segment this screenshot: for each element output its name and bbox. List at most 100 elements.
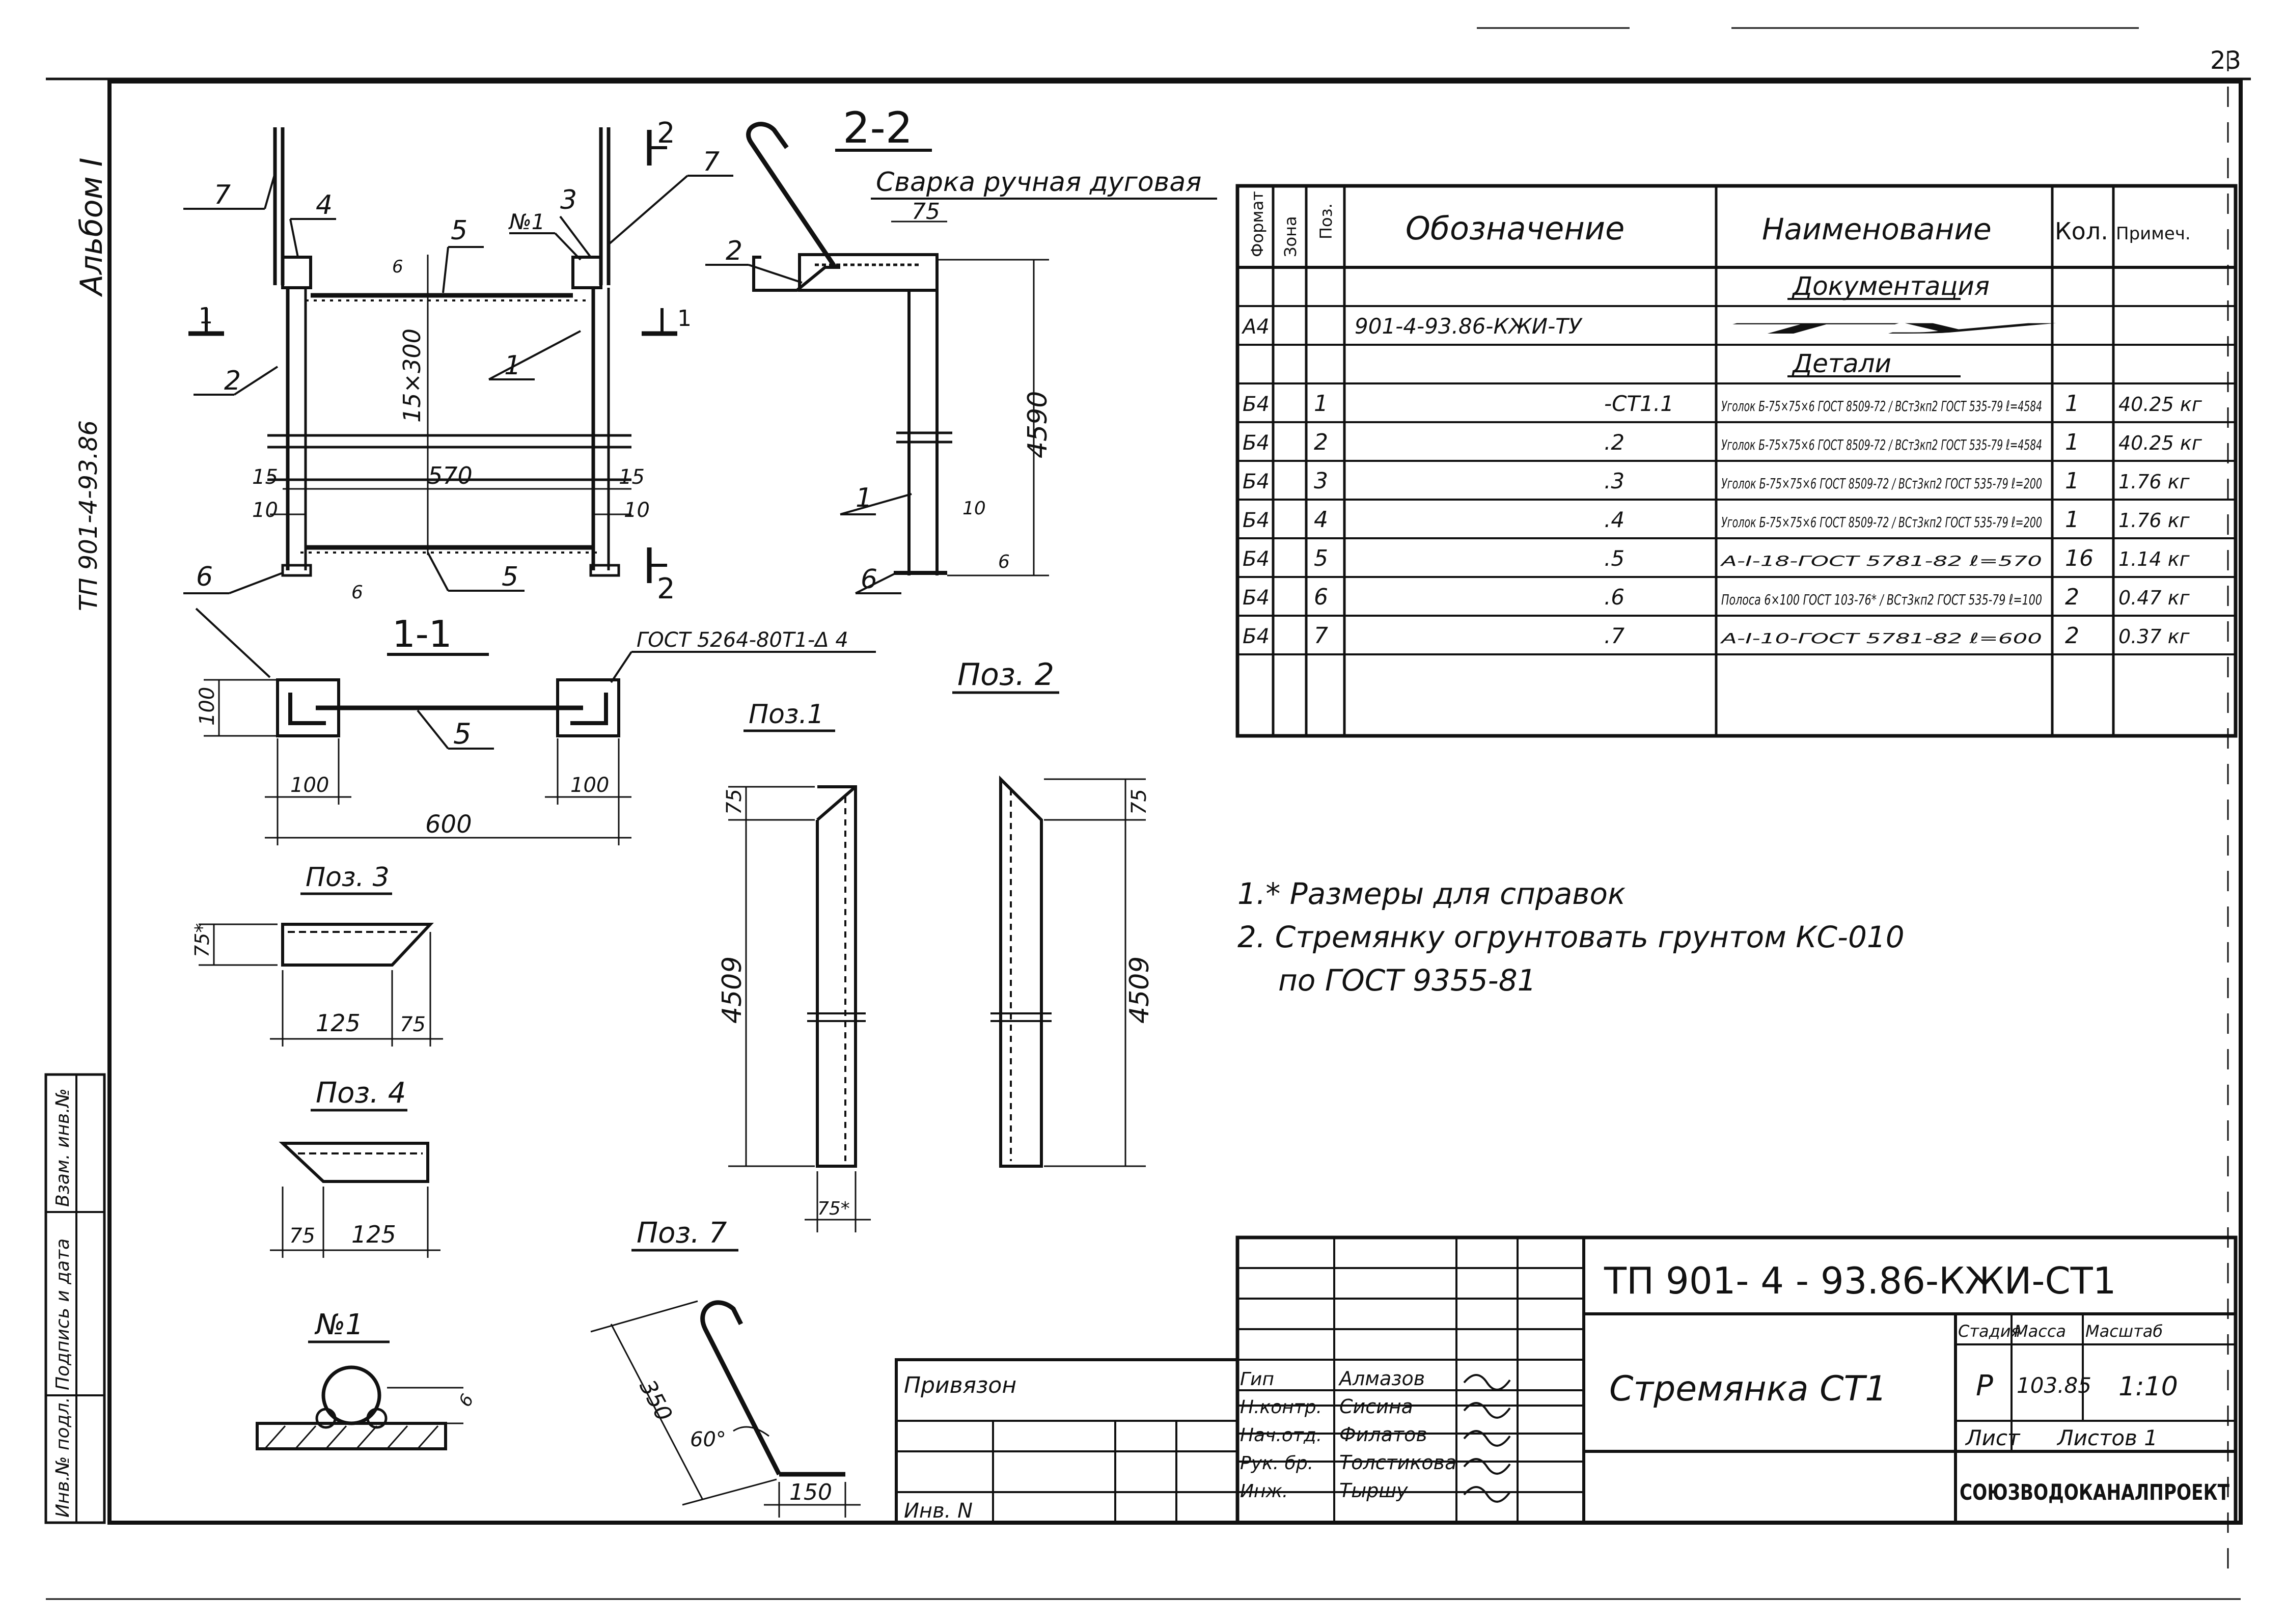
spec-table: Формат Зона Поз. Обозначение Наименовани… bbox=[1235, 184, 2238, 738]
pos-label: 1 bbox=[504, 350, 521, 381]
spec-cell-note: 1.76 кг bbox=[2118, 471, 2190, 493]
spec-cell-note: 1.14 кг bbox=[2118, 548, 2190, 570]
spec-header-designation: Обозначение bbox=[1406, 210, 1624, 247]
spec-cell-pos: 2 bbox=[1314, 429, 1328, 455]
dimension: 150 bbox=[789, 1479, 832, 1505]
dimension: 75 bbox=[723, 789, 746, 815]
col-scale: Масштаб bbox=[2085, 1322, 2163, 1341]
section-1-1-title: 1-1 bbox=[392, 613, 452, 655]
pos-label: 6 bbox=[861, 564, 877, 595]
detail-pos2: Поз. 2 75 4509 bbox=[952, 657, 1155, 1168]
pos-label: 2 bbox=[224, 366, 241, 396]
staff-row: Инж.Тыршу bbox=[1240, 1479, 1511, 1503]
spec-cell-qty: 1 bbox=[2065, 468, 2079, 494]
staff-role: Н.контр. bbox=[1240, 1397, 1322, 1418]
section-2-2-frame-view bbox=[183, 127, 733, 594]
staff-row: Н.контр. Сисина bbox=[1240, 1395, 1511, 1419]
staff-role: Гип bbox=[1240, 1369, 1274, 1390]
gost-note: ГОСТ 5264-80Т1-Δ 4 bbox=[637, 628, 848, 652]
spec-cell-qty: 2 bbox=[2065, 623, 2079, 649]
dimension: 75 bbox=[400, 1013, 426, 1036]
dimension: 60° bbox=[690, 1428, 726, 1451]
side-view: 2 1 6 75 4590 10 6 bbox=[705, 122, 1053, 595]
spec-cell-format: Б4 bbox=[1243, 586, 1270, 610]
note-line: 1.* Размеры для справок bbox=[1237, 876, 1626, 911]
spec-header-qty: Кол. bbox=[2055, 217, 2108, 245]
signature bbox=[1463, 1430, 1511, 1447]
spec-cell-note: 40.25 кг bbox=[2118, 432, 2202, 454]
spec-cell-name: Уголок Б-75×75×6 ГОСТ 8509-72 / ВСт3кп2 … bbox=[1721, 436, 2042, 453]
spec-cell-name: Уголок Б-75×75×6 ГОСТ 8509-72 / ВСт3кп2 … bbox=[1721, 514, 2042, 531]
spec-cell-format: Б4 bbox=[1243, 509, 1270, 532]
object-name: Стремянка СТ1 bbox=[1609, 1369, 1887, 1409]
scale-value: 1:10 bbox=[2118, 1371, 2178, 1402]
spec-cell-name: Уголок Б-75×75×6 ГОСТ 8509-72 / ВСт3кп2 … bbox=[1721, 475, 2042, 492]
dimension: 4509 bbox=[1124, 956, 1155, 1024]
spec-cell-designation: .7 bbox=[1604, 623, 1624, 648]
spec-cell-designation: .5 bbox=[1604, 546, 1624, 571]
pos-label: 4 bbox=[316, 190, 333, 221]
page-number: 23 bbox=[2210, 46, 2241, 75]
spec-cell-designation: .6 bbox=[1604, 585, 1624, 610]
pos2-title: Поз. 2 bbox=[957, 657, 1054, 693]
spec-cell-name: А-I-10-ГОСТ 5781-82 ℓ=600 bbox=[1720, 630, 2042, 647]
signature bbox=[1463, 1374, 1511, 1391]
spec-cell-pos: 4 bbox=[1314, 507, 1328, 533]
left-margin-stamp: Инв.№ подл. Подпись и дата Взам. инв.№ bbox=[44, 1073, 106, 1524]
dimension: 100 bbox=[196, 687, 219, 726]
pos-label: 5 bbox=[453, 718, 472, 751]
staff-role: Нач.отд. bbox=[1240, 1425, 1322, 1446]
dimension: 350 bbox=[634, 1375, 677, 1425]
spec-cell-qty: 2 bbox=[2065, 584, 2079, 610]
pos-label: №1 bbox=[508, 209, 545, 234]
spec-cell-name: Полоса 6×100 ГОСТ 103-76* / ВСт3кп2 ГОСТ… bbox=[1721, 591, 2042, 608]
dimension: 15 bbox=[252, 465, 278, 489]
staff-name: Сисина bbox=[1339, 1395, 1413, 1418]
dimension: 10 bbox=[252, 499, 278, 522]
detail-pos1: Поз.1 75 4509 75* bbox=[717, 699, 871, 1232]
pos-label: 7 bbox=[703, 147, 720, 177]
staff-row: Нач.отд.Филатов bbox=[1240, 1423, 1511, 1447]
spec-cell-note: 1.76 кг bbox=[2118, 509, 2190, 532]
spec-cell-name: Детали bbox=[1792, 349, 1891, 378]
spec-row: Детали bbox=[1787, 349, 1961, 378]
spec-cell-pos: 6 bbox=[1314, 584, 1328, 610]
dimension: 6 bbox=[392, 257, 403, 277]
dimension: 10 bbox=[624, 499, 650, 522]
section-2-2-labels: 2-2 Сварка ручная дуговая 2 2 1 1 7 4 5 … bbox=[196, 103, 1217, 605]
tied-label: Привязон bbox=[904, 1372, 1016, 1398]
spec-cell-designation: -СТ1.1 bbox=[1604, 391, 1674, 416]
spec-cell-note: 0.37 кг bbox=[2118, 625, 2190, 648]
spec-header-note: Примеч. bbox=[2116, 224, 2191, 244]
spec-cell-format: Б4 bbox=[1243, 393, 1270, 416]
spec-header-zone: Зона bbox=[1281, 216, 1300, 257]
doc-code: ТП 901- 4 - 93.86-КЖИ-СТ1 bbox=[1604, 1259, 2116, 1302]
dimension: 600 bbox=[425, 810, 472, 839]
pos7-title: Поз. 7 bbox=[637, 1217, 727, 1250]
dimension: 125 bbox=[351, 1221, 396, 1248]
spec-cell-note: 40.25 кг bbox=[2118, 393, 2202, 416]
spec-cell-name: Уголок Б-75×75×6 ГОСТ 8509-72 / ВСт3кп2 … bbox=[1721, 398, 2042, 415]
dimension: 6 bbox=[351, 582, 363, 603]
pos-label: 6 bbox=[196, 562, 213, 592]
pos-label: 7 bbox=[214, 180, 231, 210]
dimension: 4590 bbox=[1023, 391, 1053, 458]
spec-header-name: Наименование bbox=[1762, 212, 1992, 246]
spec-cell-name: ТУ bbox=[1721, 320, 2060, 337]
pos4-title: Поз. 4 bbox=[316, 1077, 406, 1110]
pos-label: 1 bbox=[856, 483, 872, 513]
staff-name: Толстикова bbox=[1339, 1451, 1456, 1474]
dimension: 125 bbox=[316, 1009, 361, 1037]
signature bbox=[1463, 1458, 1511, 1475]
cut-mark-1-right: 1 bbox=[677, 306, 692, 332]
spec-cell-pos: 1 bbox=[1314, 391, 1328, 417]
spec-row: Б4 6 .6 Полоса 6×100 ГОСТ 103-76* / ВСт3кп2… bbox=[1243, 584, 2190, 610]
spec-cell-format: Б4 bbox=[1243, 547, 1270, 571]
dimension: 15×300 bbox=[398, 328, 426, 423]
staff-role: Инж. bbox=[1240, 1481, 1288, 1502]
